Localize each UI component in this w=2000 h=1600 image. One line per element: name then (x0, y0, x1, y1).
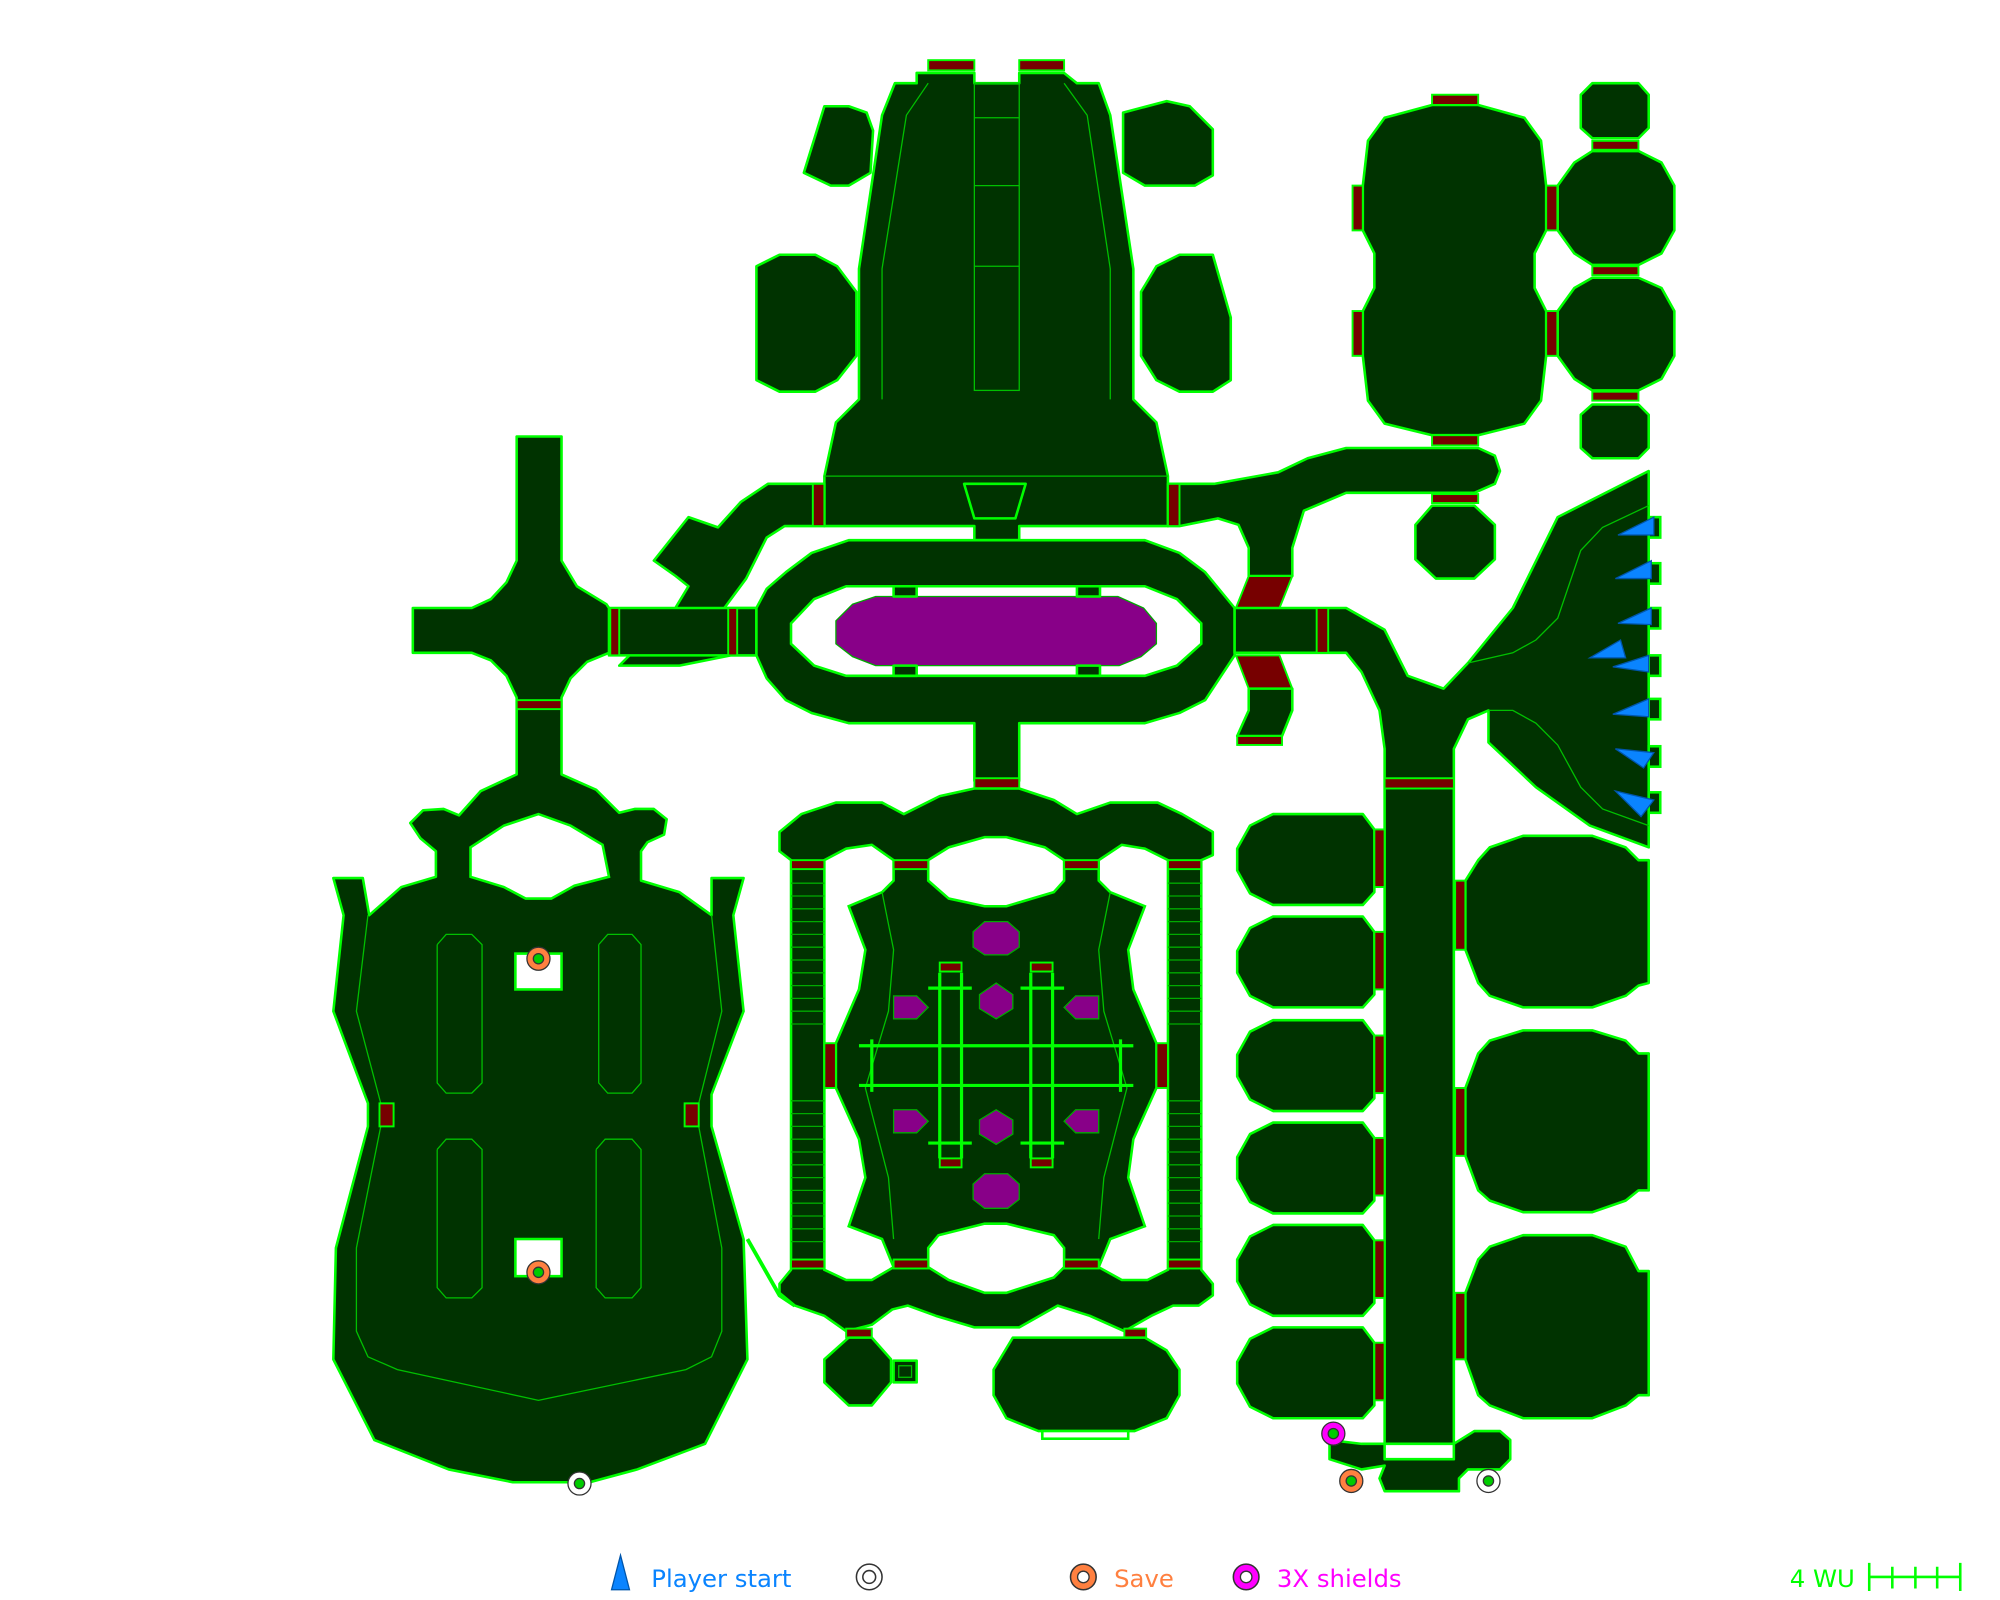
save-marker (526, 1260, 551, 1285)
ring-marker-icon (855, 1563, 883, 1591)
scale-label: 4 WU (1790, 1564, 1855, 1593)
player-start-marker (1612, 654, 1650, 673)
legend-player-start: Player start (651, 1564, 791, 1593)
player-start-marker (1613, 789, 1655, 818)
unlabeled-marker (567, 1471, 592, 1496)
items (526, 946, 1501, 1496)
player-start-marker (1612, 697, 1650, 718)
room-pod (802, 104, 875, 187)
room-pod (755, 253, 858, 393)
player-start-icon (610, 1552, 631, 1591)
scale-bar (1867, 1562, 1962, 1592)
room-pod (1139, 253, 1233, 393)
player-start-marker (1617, 516, 1655, 536)
room-pod (1121, 99, 1215, 187)
save-marker (1339, 1468, 1364, 1494)
purple-pad (835, 595, 1158, 667)
shield-marker (1321, 1421, 1346, 1446)
shields-icon (1232, 1563, 1260, 1591)
save-icon (1069, 1563, 1097, 1591)
player-start-marker (1587, 639, 1627, 659)
save-marker (526, 946, 551, 971)
player-start-marker (1615, 748, 1655, 769)
unlabeled-marker (1476, 1468, 1501, 1494)
player-starts (1587, 516, 1655, 818)
door (1018, 59, 1066, 72)
legend-save: Save (1114, 1564, 1174, 1593)
player-start-marker (1615, 559, 1652, 580)
legend: Player start Save 3X shields 4 WU (610, 1552, 1962, 1593)
room-top-hall (823, 71, 1170, 542)
player-start-marker (1617, 606, 1652, 626)
legend-shields: 3X shields (1277, 1564, 1402, 1593)
door (927, 59, 976, 72)
